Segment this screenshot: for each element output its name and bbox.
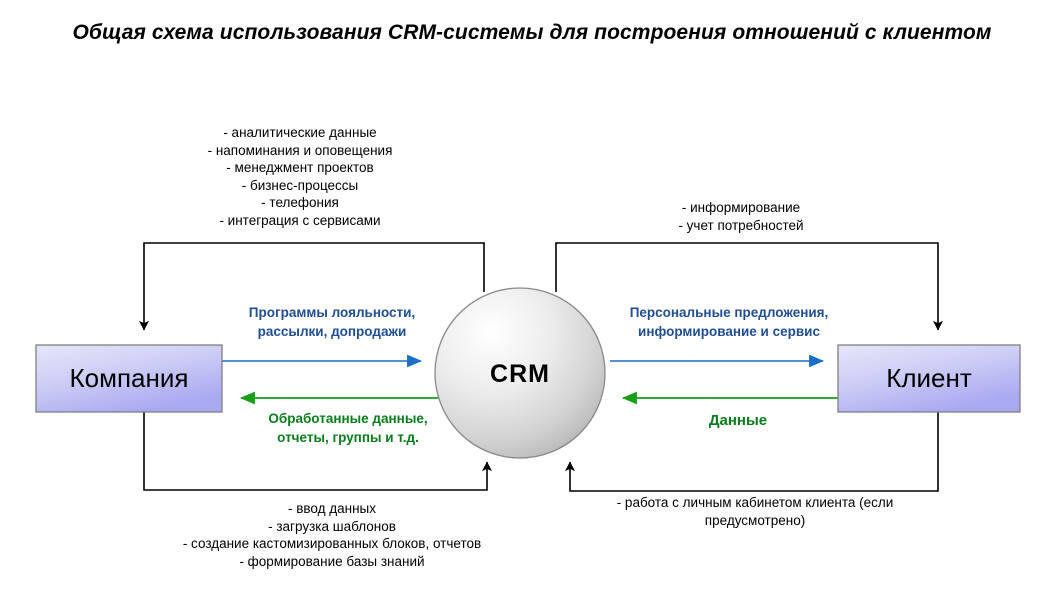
flow-line-bottom-left — [143, 412, 493, 491]
label-company-to-crm: Программы лояльности, рассылки, допродаж… — [248, 305, 416, 339]
note-top-right: - информирование - учет потребностей — [678, 200, 804, 233]
node-client-box[interactable] — [837, 344, 1021, 413]
note-bottom-right: - работа с личным кабинетом клиента (есл… — [616, 495, 894, 528]
label-client-to-crm: Данные — [708, 412, 768, 429]
note-bottom-left: - ввод данных - загрузка шаблонов - созд… — [182, 501, 482, 569]
flow-line-top-left — [138, 242, 485, 331]
node-client-label: Клиент — [886, 363, 972, 393]
node-company-label: Компания — [69, 363, 189, 393]
page-title: Общая схема использования CRM-системы дл… — [72, 21, 992, 44]
node-crm-circle[interactable] — [434, 287, 606, 459]
label-crm-to-company: Обработанные данные, отчеты, группы и т.… — [268, 411, 428, 445]
label-crm-to-client: Персональные предложения, информирование… — [629, 305, 829, 339]
node-company-box[interactable] — [35, 344, 223, 413]
note-top-left: - аналитические данные - напоминания и о… — [207, 125, 393, 228]
node-crm-label: CRM — [490, 360, 550, 388]
flow-line-top-right — [555, 242, 944, 331]
flow-line-bottom-right — [564, 412, 939, 492]
